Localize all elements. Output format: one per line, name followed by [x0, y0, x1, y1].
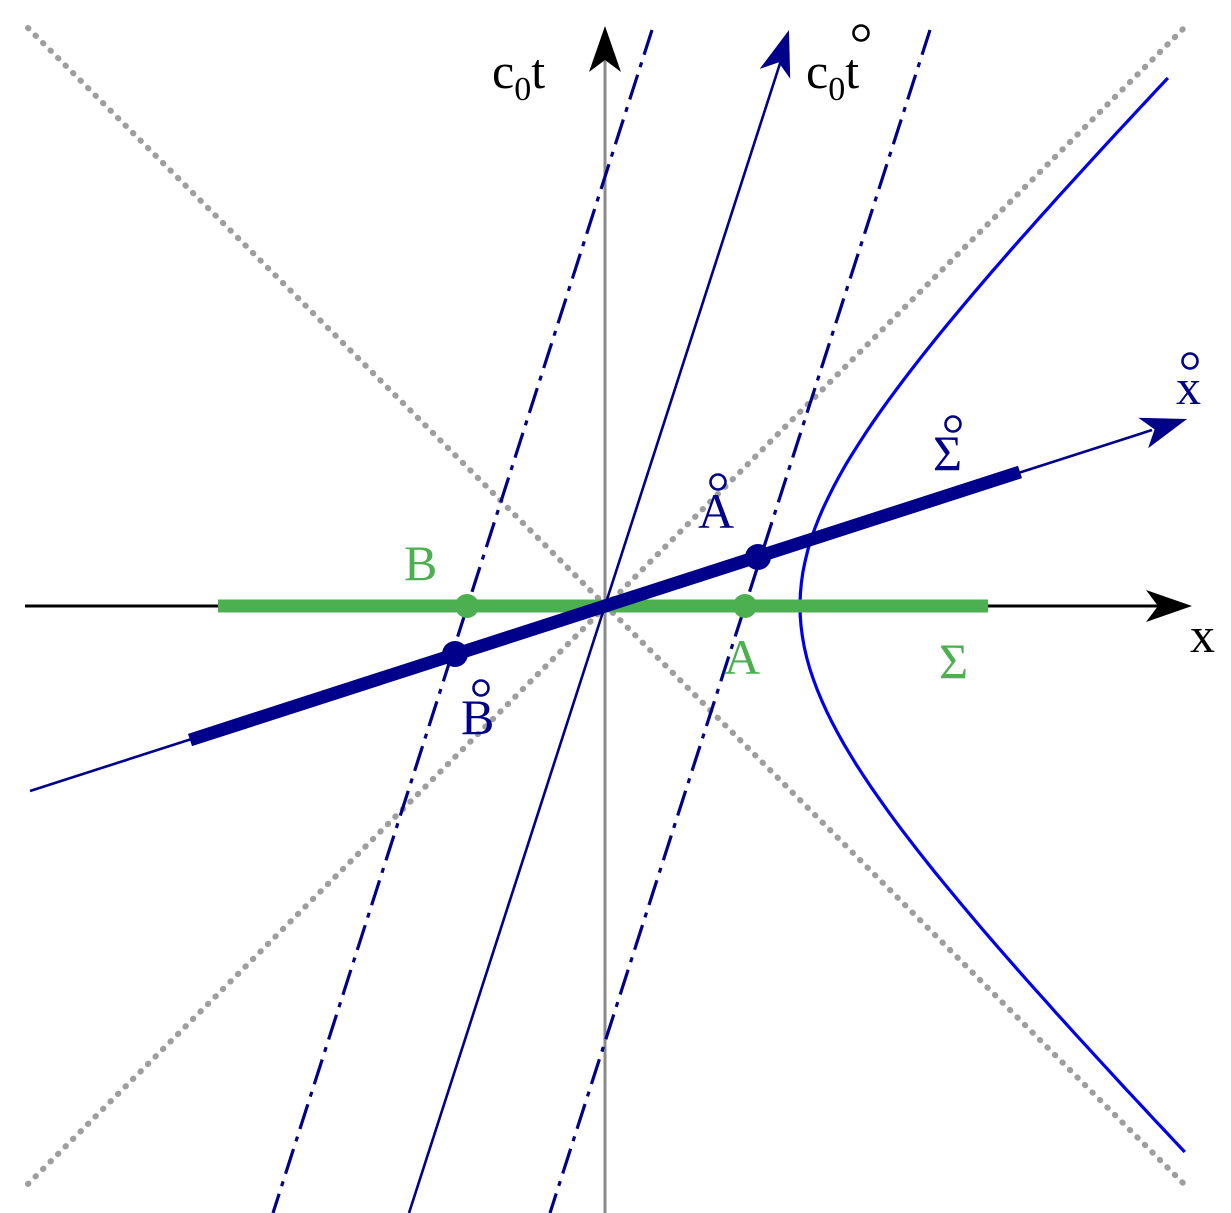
calibration-hyperbola — [798, 76, 1186, 1154]
label-ct-axis: c0t — [492, 43, 545, 108]
label-ct-axis-text-1: 0 — [514, 71, 531, 108]
label-ct-axis-moving-text-2: t — [845, 43, 859, 99]
label-point-A-moving-text-0: A — [698, 483, 734, 539]
label-point-A-text-0: A — [724, 629, 760, 685]
label-ct-axis-moving: c0t — [806, 43, 859, 108]
label-sigma-rest-text-0: Σ — [939, 633, 968, 689]
worldline-rod-end-B — [271, 29, 654, 1213]
worldline-rod-end-A — [548, 29, 932, 1213]
point-A — [733, 594, 757, 618]
label-point-B-moving-ring-accent — [472, 679, 490, 697]
label-x-axis-text-0: x — [1190, 607, 1215, 663]
label-sigma-moving: Σ — [933, 425, 962, 481]
rod-sigma-moving — [188, 465, 1022, 747]
x-axis-arrow — [1146, 590, 1192, 622]
label-point-B-text-0: B — [404, 535, 437, 591]
label-ct-axis-moving-text-1: 0 — [828, 71, 845, 108]
label-ct-axis-moving-ring-accent — [852, 24, 870, 42]
label-sigma-moving-ring-accent — [944, 415, 962, 433]
ct-moving-axis-line — [407, 47, 787, 1213]
ct-axis-arrow — [589, 26, 621, 72]
label-sigma-moving-text-0: Σ — [933, 425, 962, 481]
label-ct-axis-text-2: t — [531, 43, 545, 99]
point-A-moving — [745, 544, 771, 570]
label-ct-axis-text-0: c — [492, 43, 514, 99]
label-x-axis: x — [1190, 607, 1215, 663]
ct-moving-axis-arrow — [759, 30, 791, 79]
label-point-A-moving: A — [698, 483, 734, 539]
label-point-B-moving-text-0: B — [461, 689, 494, 745]
label-sigma-rest: Σ — [939, 633, 968, 689]
point-B — [455, 594, 479, 618]
x-moving-axis-arrow — [1138, 417, 1187, 449]
label-point-B-moving: B — [461, 689, 494, 745]
label-point-B: B — [404, 535, 437, 591]
label-x-axis-moving-ring-accent — [1181, 352, 1199, 370]
point-B-moving — [442, 641, 468, 667]
label-point-A-moving-ring-accent — [709, 473, 727, 491]
label-ct-axis-moving-text-0: c — [806, 43, 828, 99]
label-point-A: A — [724, 629, 760, 685]
